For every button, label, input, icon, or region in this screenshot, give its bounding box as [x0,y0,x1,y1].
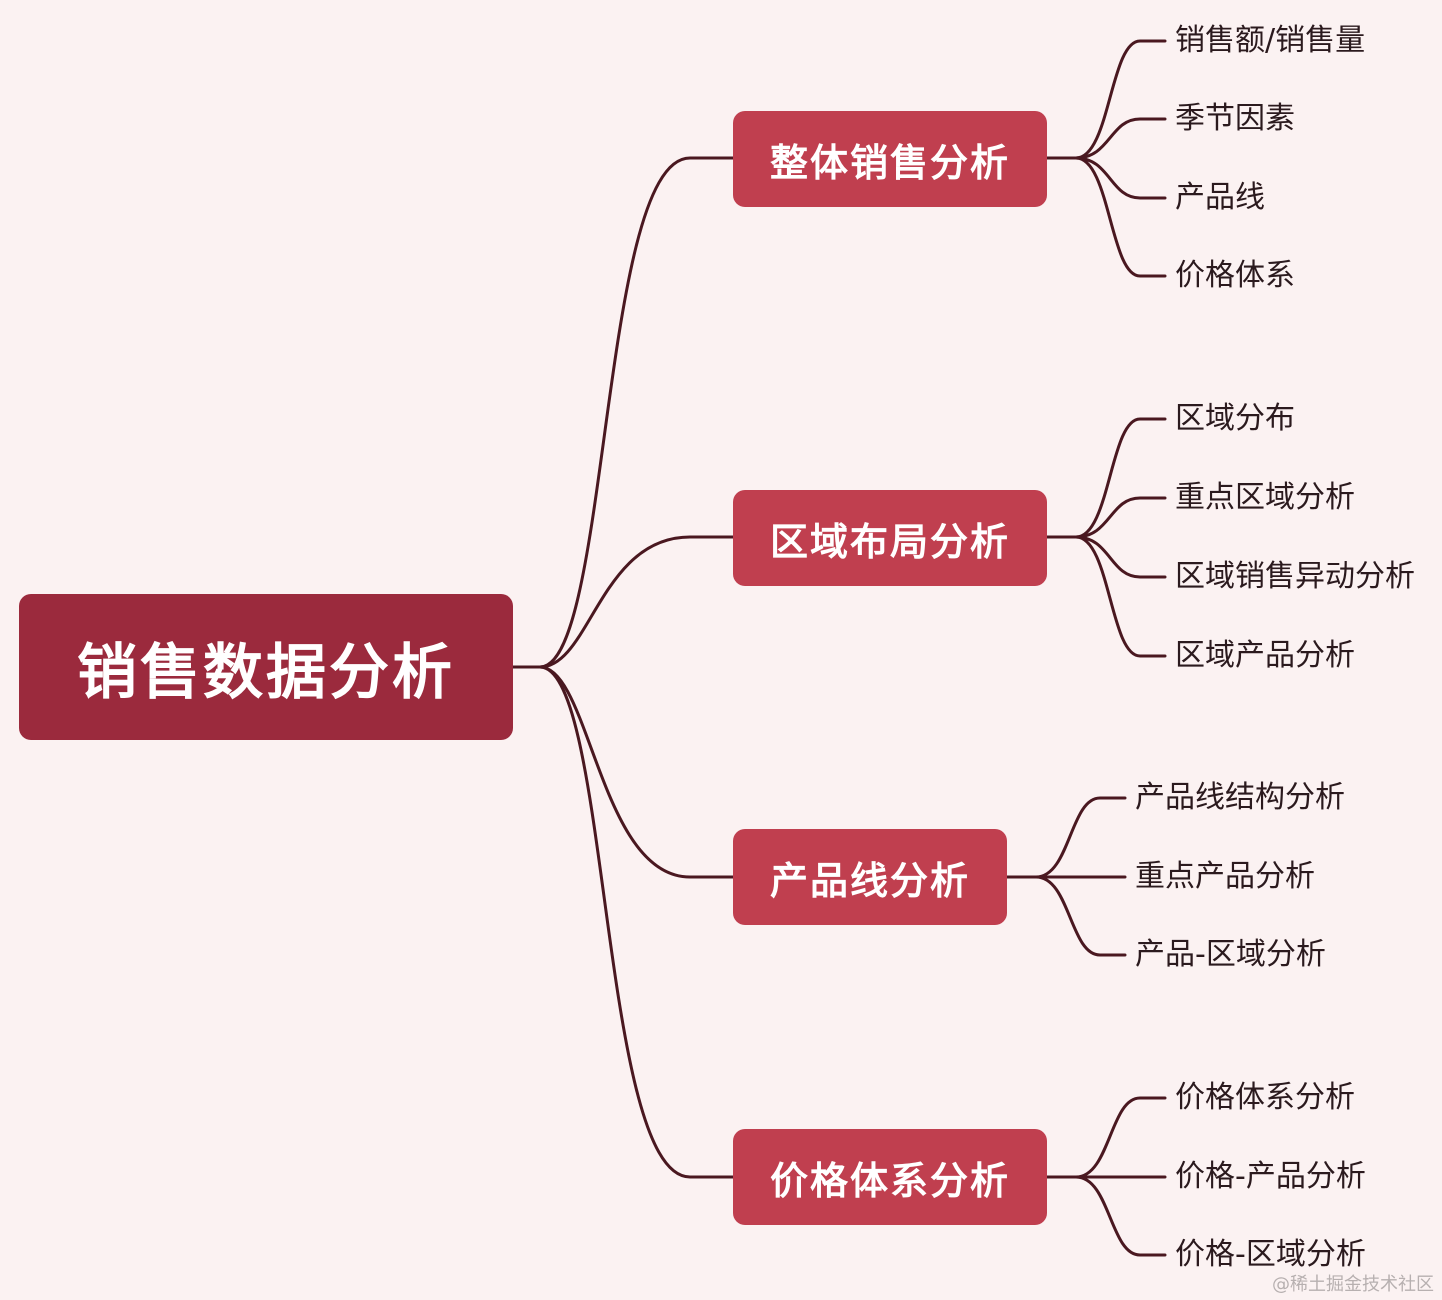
branch-label: 整体销售分析 [769,140,1010,185]
branch-node-overall-sales: 整体销售分析 [733,111,1047,207]
leaf-label: 产品线 [1175,180,1265,215]
leaf-label: 销售额/销售量 [1175,23,1366,58]
leaf-label: 价格体系分析 [1175,1080,1355,1115]
branch-node-regional-layout: 区域布局分析 [733,490,1047,586]
leaf-label: 季节因素 [1175,101,1295,136]
leaf-label: 价格体系 [1175,258,1295,293]
leaf-label: 价格-产品分析 [1175,1159,1366,1194]
branch-node-pricing-system: 价格体系分析 [733,1129,1047,1225]
branch-label: 产品线分析 [769,858,970,903]
leaf-label: 价格-区域分析 [1175,1237,1366,1272]
leaf-label: 重点产品分析 [1135,859,1315,894]
watermark-text: @稀土掘金技术社区 [1272,1274,1434,1295]
root-label: 销售数据分析 [77,637,455,708]
branch-node-product-line: 产品线分析 [733,829,1007,925]
leaf-label: 区域销售异动分析 [1175,559,1415,594]
leaf-label: 产品线结构分析 [1135,780,1345,815]
leaf-label: 区域产品分析 [1175,638,1355,673]
branch-label: 价格体系分析 [769,1158,1010,1203]
root-node: 销售数据分析 [19,594,513,740]
leaf-label: 产品-区域分析 [1135,937,1326,972]
branch-label: 区域布局分析 [769,519,1010,564]
leaf-label: 区域分布 [1175,401,1295,436]
leaf-label: 重点区域分析 [1175,480,1355,515]
